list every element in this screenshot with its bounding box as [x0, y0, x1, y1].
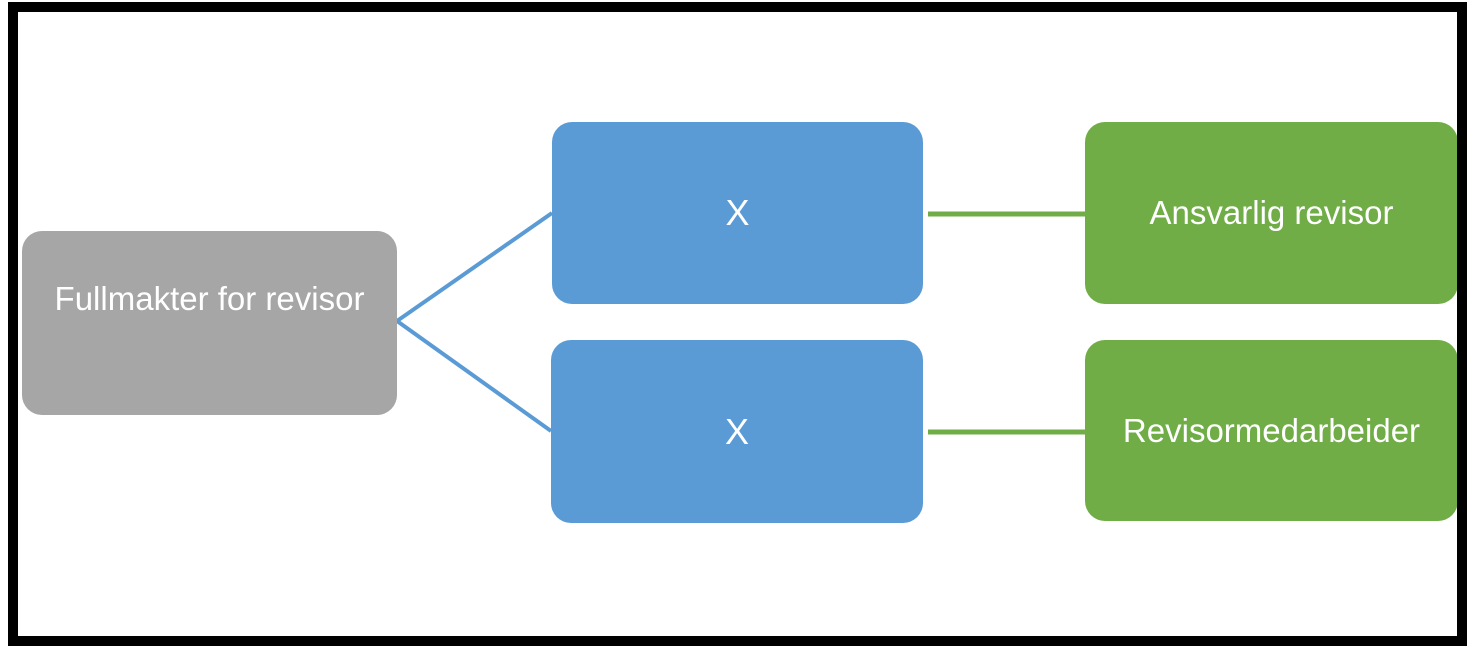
node-x-top-label: X — [725, 192, 750, 234]
connector-root-to-x1 — [395, 211, 554, 323]
node-ansvarlig-revisor: Ansvarlig revisor — [1085, 122, 1458, 304]
node-fullmakter-for-revisor: Fullmakter for revisor — [22, 231, 397, 415]
node-x-bottom: X — [551, 340, 923, 523]
node-x-bottom-label: X — [724, 410, 749, 452]
node-revisormedarbeider-label: Revisormedarbeider — [1122, 411, 1421, 449]
node-fullmakter-label: Fullmakter for revisor — [54, 280, 365, 318]
node-ansvarlig-revisor-label: Ansvarlig revisor — [1149, 194, 1394, 232]
node-x-top: X — [552, 122, 923, 304]
connector-root-to-x2 — [395, 319, 553, 433]
node-revisormedarbeider: Revisormedarbeider — [1085, 340, 1458, 521]
